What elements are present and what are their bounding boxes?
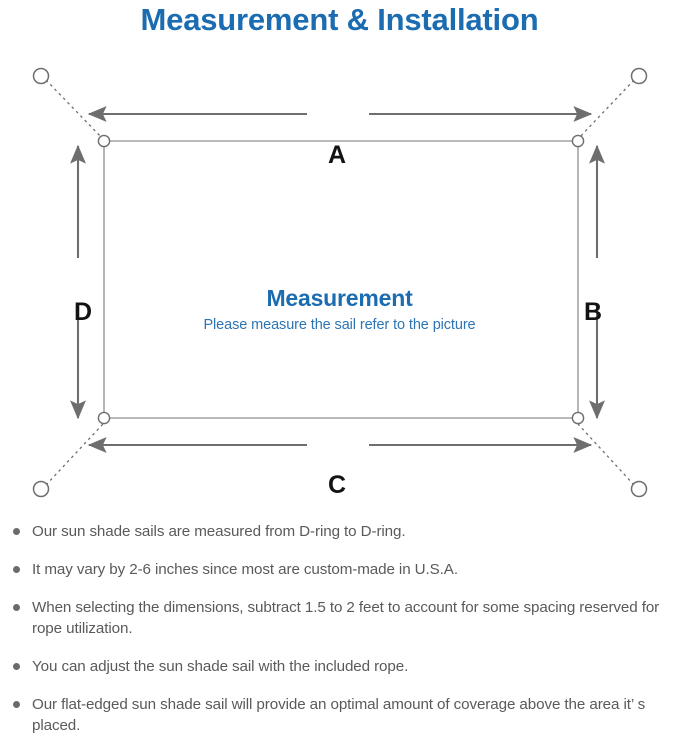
rope-bottom-right [577,423,635,486]
list-item: When selecting the dimensions, subtract … [0,597,679,639]
anchor-point-top-right [630,67,648,85]
dimension-label-d: D [73,298,93,326]
anchor-points [32,67,648,498]
note-text: You can adjust the sun shade sail with t… [32,658,409,675]
list-item: It may vary by 2-6 inches since most are… [0,559,679,580]
d-ring-bottom-right [571,411,585,425]
note-text: Our flat-edged sun shade sail will provi… [32,696,646,734]
bullet-icon [13,566,20,573]
note-text: When selecting the dimensions, subtract … [32,599,660,637]
rope-top-left [45,79,104,140]
anchor-point-bottom-left [32,480,50,498]
dimension-label-c: C [327,471,347,499]
d-rings [97,134,585,425]
bullet-icon [13,701,20,708]
d-ring-top-left [97,134,111,148]
rope-bottom-left [45,423,104,486]
sail-diagram: Measurement Please measure the sail refe… [0,45,679,515]
sail-diagram-svg [32,67,648,498]
note-text: Our sun shade sails are measured from D-… [32,523,406,540]
list-item: Our sun shade sails are measured from D-… [0,521,679,542]
rope-top-right [577,79,635,140]
sail-shape [103,140,579,419]
dimension-arrows [70,106,605,453]
page-title: Measurement & Installation [140,2,539,37]
d-ring-bottom-left [97,411,111,425]
d-ring-top-right [571,134,585,148]
anchor-point-bottom-right [630,480,648,498]
note-text: It may vary by 2-6 inches since most are… [32,561,458,578]
bullet-icon [13,528,20,535]
bullet-icon [13,663,20,670]
list-item: Our flat-edged sun shade sail will provi… [0,694,679,736]
list-item: You can adjust the sun shade sail with t… [0,656,679,677]
anchor-point-top-left [32,67,50,85]
rope-lines [45,79,635,486]
dimension-label-a: A [327,141,347,169]
bullet-icon [13,604,20,611]
notes-list: Our sun shade sails are measured from D-… [0,521,679,736]
dimension-label-b: B [583,298,603,326]
